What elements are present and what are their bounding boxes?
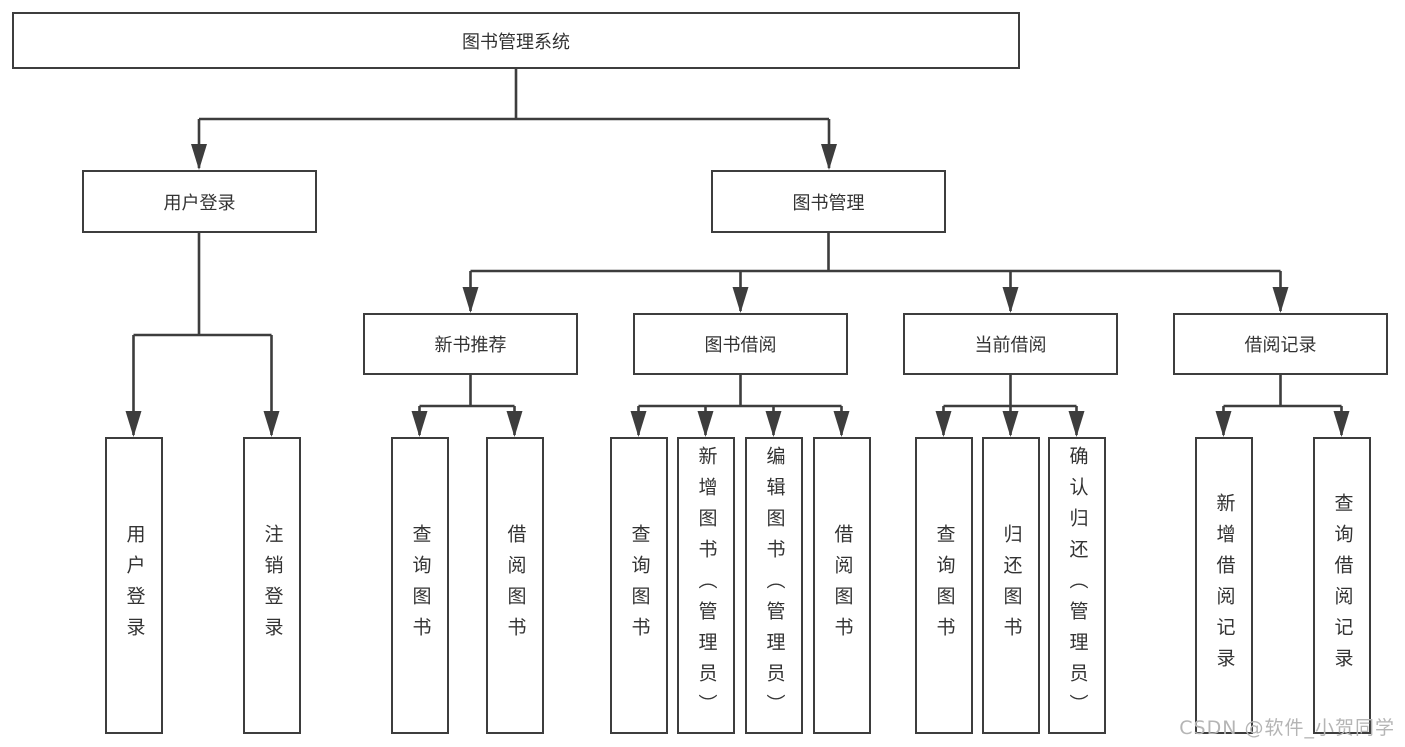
arrow-icon (1068, 411, 1085, 437)
arrowheads (125, 144, 1350, 437)
arrow-icon (1333, 411, 1350, 437)
connector-paths (132, 68, 1343, 435)
leaf-add-book-admin: 新增图书（管理员） (677, 437, 735, 734)
arrow-icon (506, 411, 523, 437)
node-current-borrow: 当前借阅 (903, 313, 1118, 375)
node-root: 图书管理系统 (12, 12, 1020, 69)
connector-book-borrow-group (637, 375, 843, 435)
leaf-logout: 注销登录 (243, 437, 301, 734)
leaf-query-books-current: 查询图书 (915, 437, 973, 734)
connector-new-book-group (418, 375, 516, 435)
leaf-confirm-return-admin: 确认归还（管理员） (1048, 437, 1106, 734)
arrow-icon (1002, 287, 1019, 313)
connector-root-to-level2 (197, 68, 831, 168)
arrow-icon (935, 411, 952, 437)
node-borrow-records: 借阅记录 (1173, 313, 1388, 375)
connector-user-login-to-leaves (132, 233, 273, 435)
arrow-icon (263, 411, 280, 437)
connector-borrow-records-group (1222, 375, 1343, 435)
watermark: CSDN @软件_小贺同学 (1179, 717, 1395, 739)
arrow-icon (411, 411, 428, 437)
leaf-borrow-books: 借阅图书 (813, 437, 871, 734)
arrow-icon (125, 411, 142, 437)
arrow-icon (462, 287, 479, 313)
arrow-icon (821, 144, 837, 170)
node-book-management: 图书管理 (711, 170, 946, 233)
leaf-query-borrow-record: 查询借阅记录 (1313, 437, 1371, 734)
leaf-edit-book-admin: 编辑图书（管理员） (745, 437, 803, 734)
arrow-icon (630, 411, 647, 437)
leaf-user-login: 用户登录 (105, 437, 163, 734)
arrow-icon (1215, 411, 1232, 437)
connector-book-mgmt-to-level3 (469, 233, 1282, 311)
arrow-icon (1272, 287, 1289, 313)
arrow-icon (765, 411, 782, 437)
leaf-add-borrow-record: 新增借阅记录 (1195, 437, 1253, 734)
leaf-query-books-borrow: 查询图书 (610, 437, 668, 734)
leaf-return-book: 归还图书 (982, 437, 1040, 734)
node-book-borrow: 图书借阅 (633, 313, 848, 375)
arrow-icon (191, 144, 207, 170)
arrow-icon (697, 411, 714, 437)
node-new-book-recommend: 新书推荐 (363, 313, 578, 375)
arrow-icon (732, 287, 749, 313)
leaf-query-books-recommend: 查询图书 (391, 437, 449, 734)
arrow-icon (833, 411, 850, 437)
leaf-borrow-books-recommend: 借阅图书 (486, 437, 544, 734)
arrow-icon (1002, 411, 1019, 437)
node-user-login: 用户登录 (82, 170, 317, 233)
